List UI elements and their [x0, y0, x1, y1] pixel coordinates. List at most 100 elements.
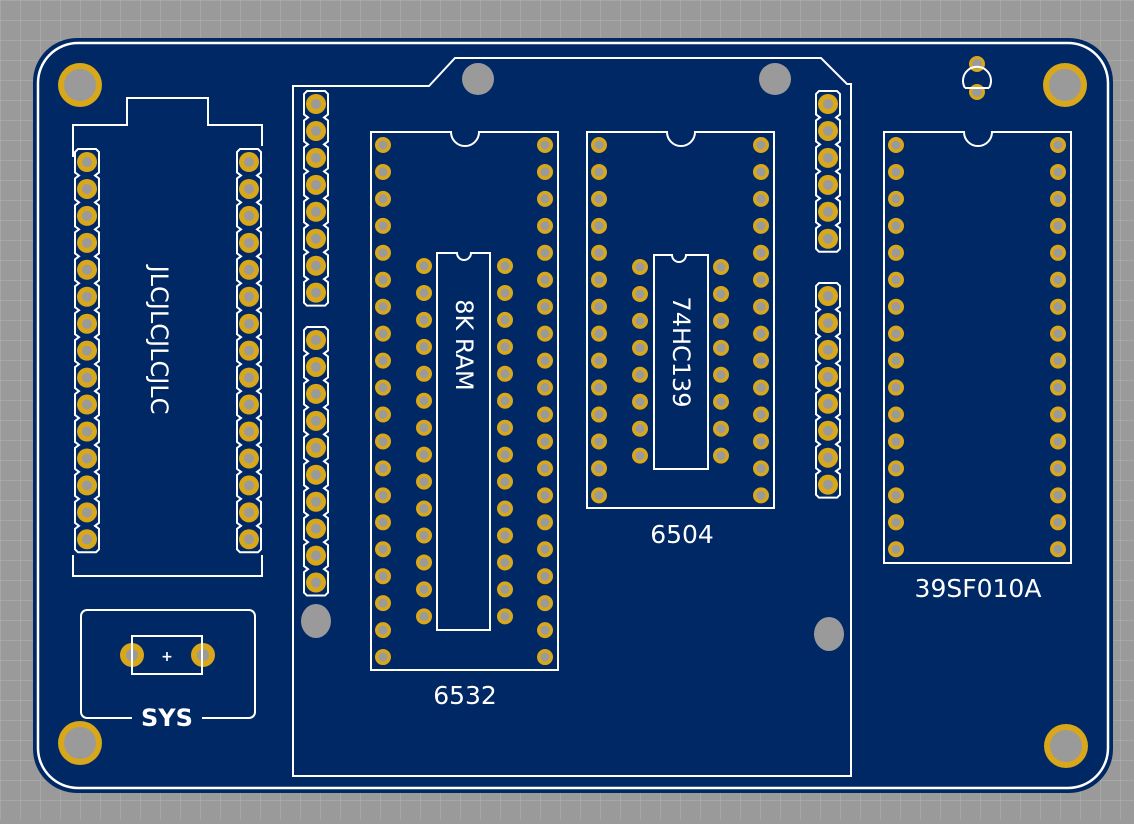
ic-8k-ram-label: 8K RAM — [450, 299, 478, 390]
ic-6504-pad — [591, 163, 607, 180]
jlc-header-left-pad — [77, 529, 97, 550]
ic-74hc139-pad — [632, 393, 648, 410]
header-right-upper-pad — [818, 174, 838, 195]
ic-39sf010a-pad — [888, 406, 904, 423]
ic-39sf010a-pad — [1050, 352, 1066, 369]
ic-6504-pad — [591, 379, 607, 396]
ic-74hc139-pad — [632, 420, 648, 437]
ic-8k-ram-pad — [416, 392, 432, 409]
ic-39sf010a-pad — [1050, 433, 1066, 450]
power-connector-label: SYS — [141, 704, 193, 732]
ic-6532-pad — [375, 568, 391, 585]
header-right-upper-pad — [818, 228, 838, 249]
ic-39sf010a-pad — [1050, 217, 1066, 234]
jlc-header-left-pad — [77, 448, 97, 469]
ic-39sf010a-pad — [1050, 163, 1066, 180]
ic-39sf010a-pad — [1050, 460, 1066, 477]
ic-6532-pad — [375, 325, 391, 342]
board-substrate — [33, 38, 1113, 793]
ic-6532-outline — [370, 131, 559, 671]
ic-8k-ram-pad — [497, 446, 513, 463]
ic-8k-ram-pad — [497, 473, 513, 490]
ic-74hc139-pad — [632, 312, 648, 329]
header-left-lower-pad — [306, 383, 326, 404]
ic-8k-ram-pad — [416, 338, 432, 355]
jlc-header-right-outline — [236, 148, 262, 554]
power-connector-body — [131, 635, 203, 675]
ic-74hc139-pad — [632, 339, 648, 356]
ic-39sf010a-pad — [1050, 298, 1066, 315]
header-right-lower-pad — [818, 312, 838, 333]
ic-39sf010a-pad — [1050, 541, 1066, 558]
ic-6532-pad — [375, 163, 391, 180]
jlc-header-left-pad — [77, 475, 97, 496]
module-jlc-outline — [72, 97, 263, 157]
ic-6504-pad — [753, 244, 769, 261]
ic-8k-ram-pad — [416, 554, 432, 571]
ic-6532-pad — [375, 622, 391, 639]
ic-74hc139-pad — [713, 285, 729, 302]
header-left-upper-pad — [306, 94, 326, 114]
label-mask — [132, 704, 202, 730]
ic-74hc139-pad — [713, 420, 729, 437]
header-left-lower-pad — [306, 491, 326, 512]
jlc-header-left-pad — [77, 340, 97, 361]
ic-74hc139-pad — [713, 447, 729, 464]
module-outline — [292, 57, 852, 777]
ic-8k-ram-pad — [416, 500, 432, 517]
ic-6532-pad — [537, 190, 553, 207]
mounting-hole-bottom-left — [58, 721, 102, 765]
ic-6504-pad — [591, 190, 607, 207]
jlc-header-left-pad — [77, 421, 97, 442]
header-left-upper-pad — [306, 201, 326, 222]
jlc-header-left-pad — [77, 152, 97, 172]
ic-8k-ram-pad — [497, 581, 513, 598]
ic-74hc139-pad — [632, 366, 648, 383]
header-left-lower-outline — [303, 326, 329, 597]
ic-6532-pad — [375, 217, 391, 234]
board-outline — [36, 41, 1110, 790]
ic-6532-pad — [537, 487, 553, 504]
header-right-lower-outline — [815, 282, 841, 499]
jlc-module-label: JLCJLCJLCJLC — [145, 264, 173, 415]
ic-74hc139-pad — [713, 312, 729, 329]
ic-6532-pad — [537, 649, 553, 666]
ic-6532-pad — [537, 352, 553, 369]
ic-6532-pad — [537, 541, 553, 558]
ic-74hc139-label: 74HC139 — [667, 296, 695, 407]
jlc-header-right-pad — [239, 313, 259, 334]
ic-6532-pad — [375, 514, 391, 531]
ic-6504-pad — [591, 298, 607, 315]
ic-74hc139-outline — [653, 254, 709, 470]
ic-6532-pad — [537, 163, 553, 180]
ic-6504-pad — [753, 487, 769, 504]
ic-6532-pad — [537, 622, 553, 639]
header-left-upper-pad — [306, 120, 326, 141]
mounting-hole-bottom-right — [1044, 724, 1088, 768]
header-right-lower-pad — [818, 339, 838, 360]
ic-6532-pad — [375, 595, 391, 612]
ic-39sf010a-pad — [888, 163, 904, 180]
header-right-lower-pad — [818, 447, 838, 468]
ic-8k-ram-pad — [497, 284, 513, 301]
ic-6504-pad — [753, 137, 769, 153]
ic-6532-pad — [375, 244, 391, 261]
ic-74hc139-pad — [632, 259, 648, 275]
header-right-upper-outline — [815, 90, 841, 253]
ic-8k-ram-pad — [497, 527, 513, 544]
ic-6504-pad — [591, 244, 607, 261]
ic-39sf010a-pad — [1050, 190, 1066, 207]
ic-39sf010a-pad — [1050, 406, 1066, 423]
ic-6504-pad — [591, 137, 607, 153]
jlc-header-right-pad — [239, 529, 259, 550]
ic-39sf010a-pad — [1050, 379, 1066, 396]
ic-6504-pad — [753, 217, 769, 234]
ic-39sf010a-pad — [1050, 271, 1066, 288]
ic-8k-ram-pad — [497, 258, 513, 274]
ic-6504-pad — [591, 217, 607, 234]
ic-6504-pad — [753, 406, 769, 423]
header-left-lower-pad — [306, 437, 326, 458]
ic-6532-pad — [375, 352, 391, 369]
